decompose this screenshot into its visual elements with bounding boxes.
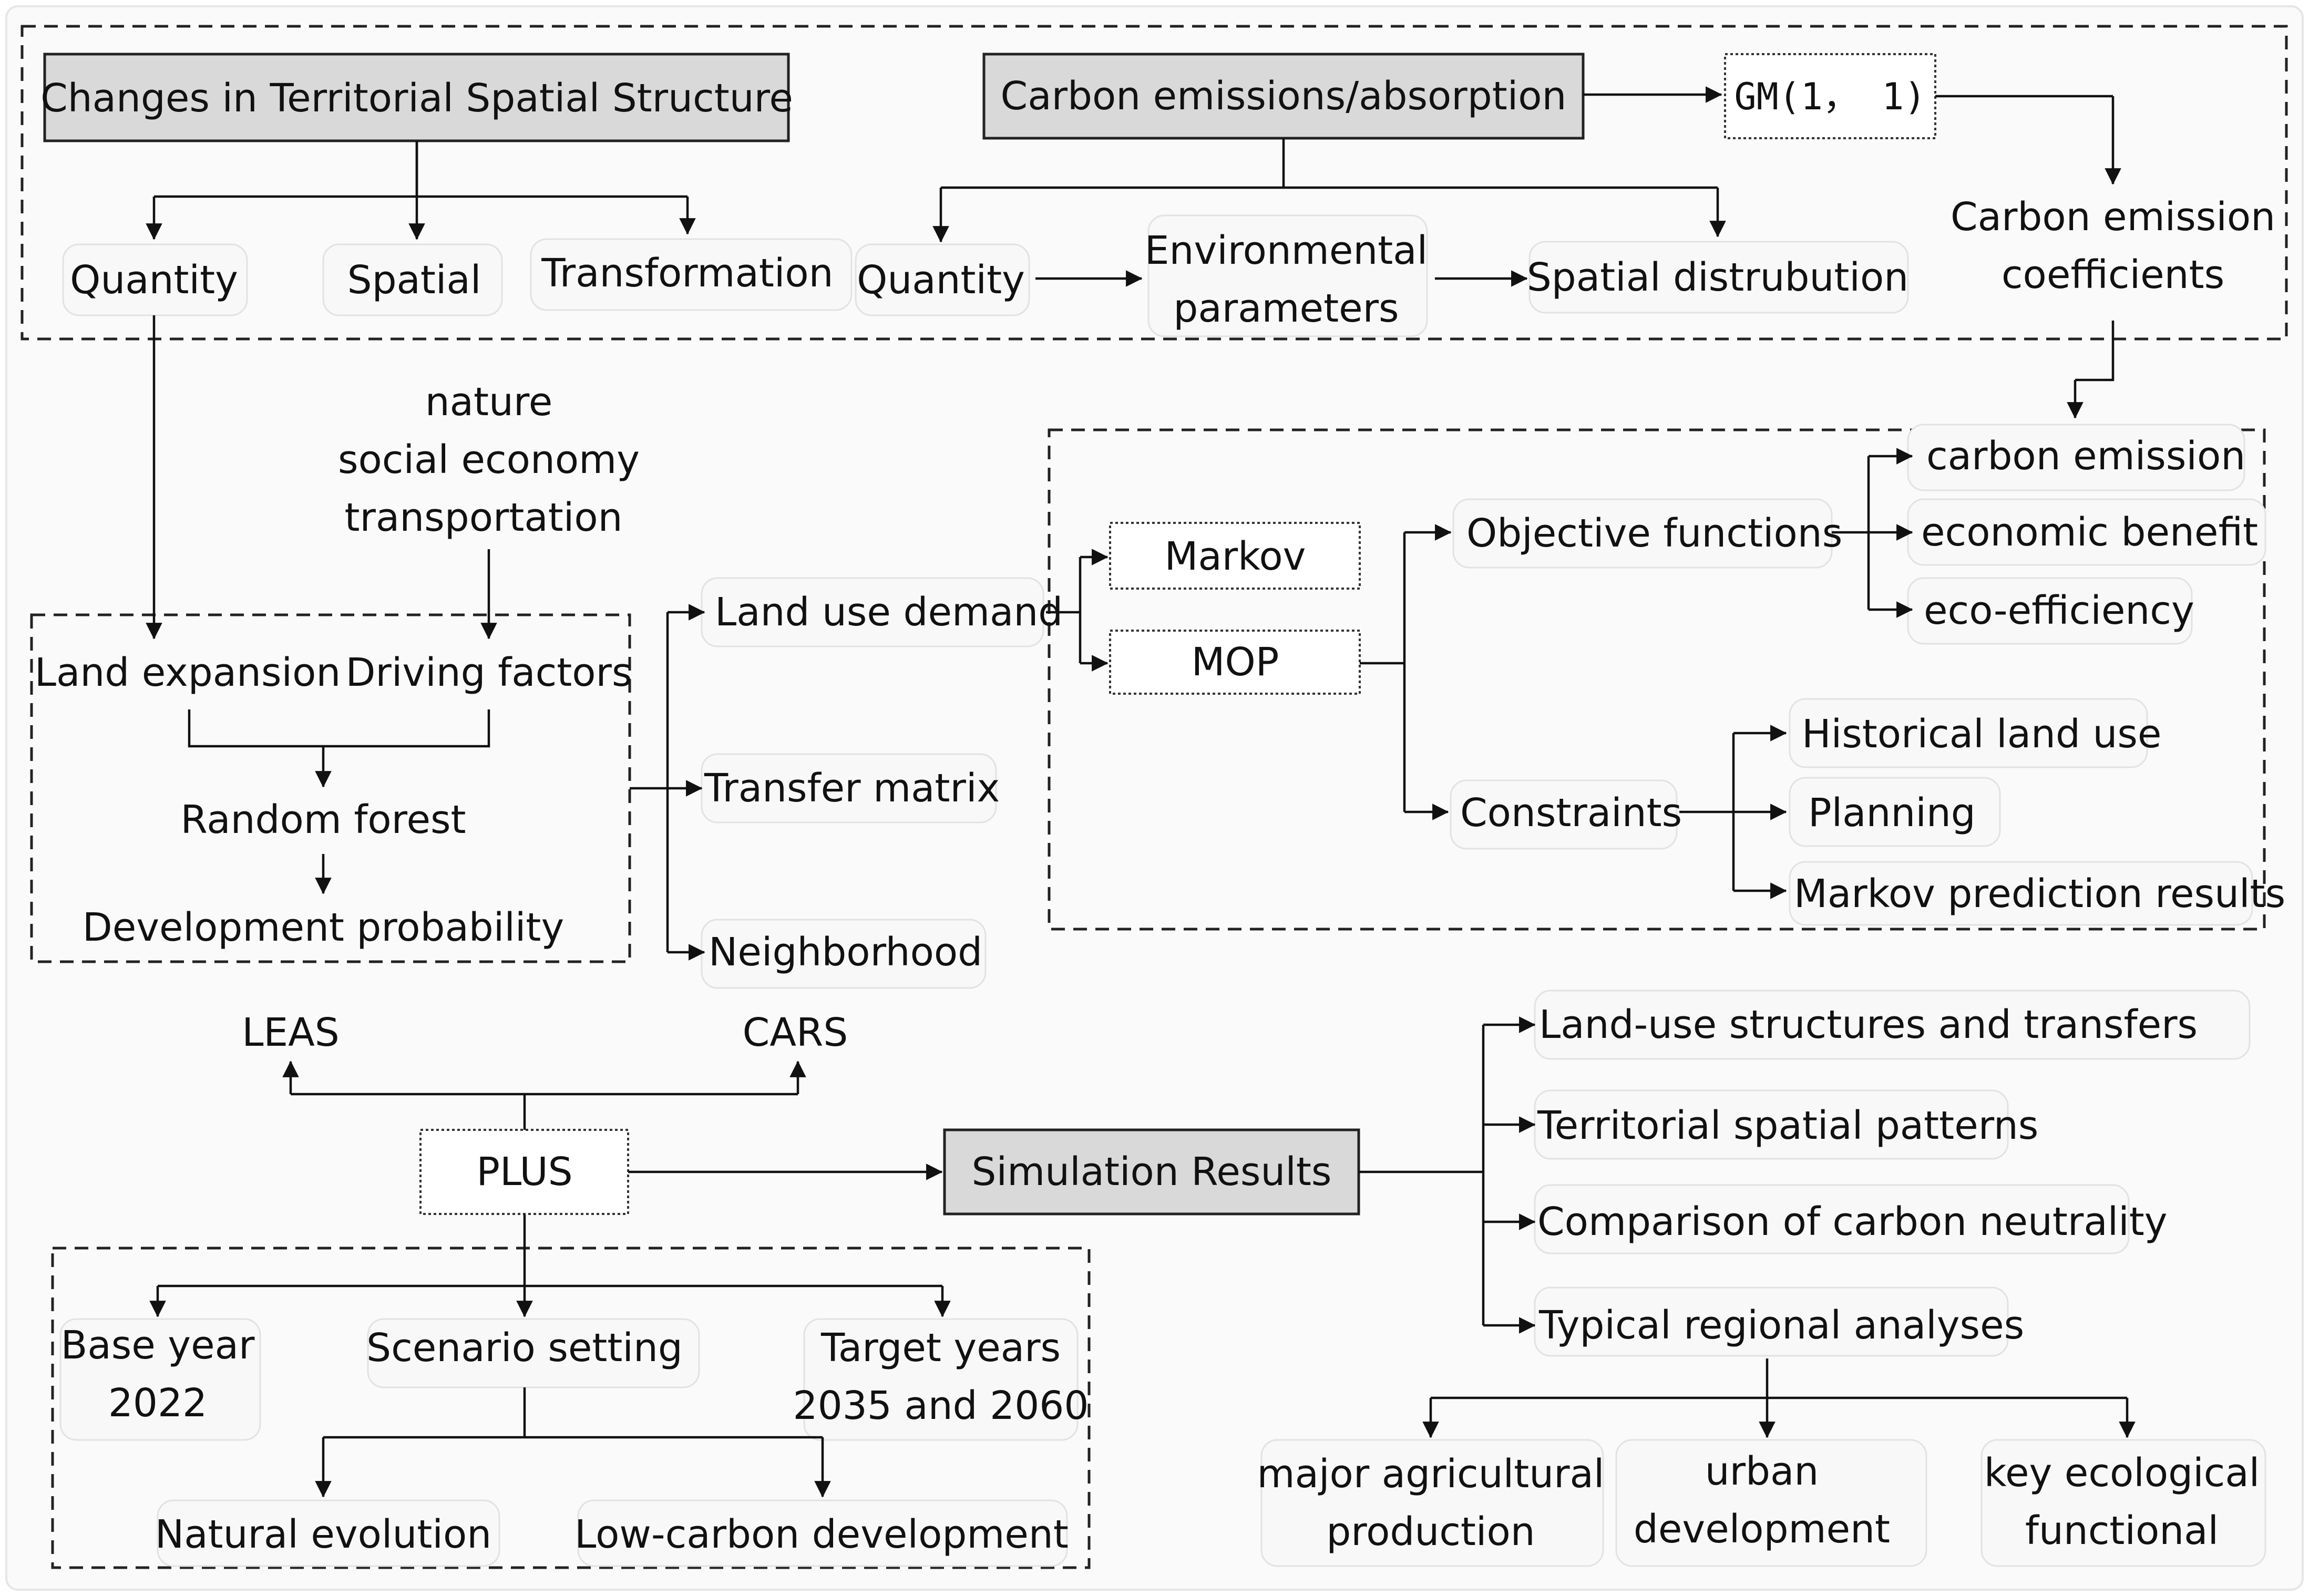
connectors xyxy=(146,86,2136,1498)
carbon-emission-label: carbon emission xyxy=(1926,434,2245,479)
res-regional-label: Typical regional analyses xyxy=(1538,1303,2024,1348)
environmental-label-2: parameters xyxy=(1173,286,1399,331)
target-years-label-2: 2035 and 2060 xyxy=(793,1383,1089,1428)
simulation-results-box xyxy=(943,1128,1360,1216)
top-group-box xyxy=(20,25,2288,341)
scenario-group-box xyxy=(51,1247,1091,1569)
quantity-1-label: Quantity xyxy=(70,258,238,303)
simulation-results-label: Simulation Results xyxy=(972,1149,1332,1195)
historical-card xyxy=(1789,698,2148,768)
agri-label-1: major agricultural xyxy=(1257,1451,1605,1497)
base-year-label-1: Base year xyxy=(61,1323,255,1368)
planning-card xyxy=(1789,777,2001,847)
changes-label: Changes in Territorial Spatial Structure xyxy=(40,76,793,121)
changes-box xyxy=(43,53,790,142)
carbon-emissions-label: Carbon emissions/absorption xyxy=(1001,74,1567,119)
coefficients-label-1: Carbon emission xyxy=(1951,194,2275,240)
transfer-matrix-label: Transfer matrix xyxy=(704,766,1000,811)
eco-label-2: functional xyxy=(2025,1508,2219,1553)
factors-label-3: transportation xyxy=(344,495,622,540)
natural-evolution-card xyxy=(157,1499,500,1567)
land-use-demand-label: Land use demand xyxy=(715,590,1063,635)
development-probability-label: Development probability xyxy=(83,905,565,950)
spatial-distribution-card xyxy=(1528,241,1909,314)
cars-label: CARS xyxy=(743,1010,848,1055)
transformation-label: Transformation xyxy=(541,251,833,296)
coefficients-label-2: coefficients xyxy=(2002,252,2224,297)
target-years-label-1: Target years xyxy=(820,1325,1061,1371)
eco-card xyxy=(1980,1439,2266,1567)
plus-label: PLUS xyxy=(476,1149,572,1195)
environmental-card xyxy=(1147,214,1428,337)
factors-label-1: nature xyxy=(425,379,553,425)
spatial-distribution-label: Spatial distrubution xyxy=(1527,255,1908,300)
mop-group-box xyxy=(1048,428,2266,931)
urban-label-1: urban xyxy=(1705,1449,1819,1494)
res-patterns-label: Territorial spatial patterns xyxy=(1537,1103,2038,1148)
low-carbon-card xyxy=(577,1499,1068,1567)
historical-land-use-label: Historical land use xyxy=(1802,712,2161,757)
eco-efficiency-label: eco-efficiency xyxy=(1924,588,2194,633)
gm-label: GM(1， 1) xyxy=(1734,75,1926,118)
transformation-card xyxy=(530,238,853,311)
leas-label: LEAS xyxy=(242,1010,340,1055)
agri-label-2: production xyxy=(1326,1509,1535,1554)
constraints-label: Constraints xyxy=(1460,790,1682,836)
natural-evolution-label: Natural evolution xyxy=(155,1512,491,1557)
urban-card xyxy=(1615,1439,1927,1567)
driving-factors-label: Driving factors xyxy=(345,650,632,695)
carbon-emissions-box xyxy=(982,53,1585,140)
planning-label: Planning xyxy=(1808,790,1976,836)
labels: Changes in Territorial Spatial Structure… xyxy=(35,74,2285,1557)
agri-card xyxy=(1260,1439,1604,1567)
markov-prediction-card xyxy=(1789,861,2253,926)
urban-label-2: development xyxy=(1634,1507,1890,1552)
economic-benefit-label: economic benefit xyxy=(1921,510,2258,555)
environmental-label-1: Environmental xyxy=(1145,228,1428,273)
constraints-card xyxy=(1450,779,1678,850)
low-carbon-label: Low-carbon development xyxy=(574,1512,1069,1557)
eco-label-1: key ecological xyxy=(1984,1450,2260,1496)
neighborhood-label: Neighborhood xyxy=(709,930,982,975)
markov-prediction-label: Markov prediction results xyxy=(1794,871,2285,917)
res-structures-label: Land-use structures and transfers xyxy=(1539,1002,2198,1047)
land-expansion-label: Land expansion xyxy=(35,650,341,695)
random-forest-group-box xyxy=(30,613,631,963)
spatial-label: Spatial xyxy=(347,258,481,303)
scenario-card xyxy=(367,1318,700,1388)
scenario-setting-label: Scenario setting xyxy=(366,1325,683,1371)
target-card xyxy=(803,1318,1079,1441)
res-neutrality-label: Comparison of carbon neutrality xyxy=(1537,1199,2168,1244)
factors-label-2: social economy xyxy=(338,437,640,482)
random-forest-label: Random forest xyxy=(180,797,466,842)
markov-box xyxy=(1109,522,1361,590)
objective-functions-label: Objective functions xyxy=(1466,511,1842,556)
base-year-label-2: 2022 xyxy=(108,1381,207,1426)
plus-box xyxy=(419,1129,629,1215)
quantity-2-label: Quantity xyxy=(857,258,1025,303)
spatial-card xyxy=(322,243,503,316)
base-year-card xyxy=(59,1318,261,1441)
markov-label: Markov xyxy=(1165,534,1306,579)
quantity-2-card xyxy=(855,243,1030,316)
gm-box xyxy=(1724,53,1936,139)
mop-label: MOP xyxy=(1192,640,1279,685)
